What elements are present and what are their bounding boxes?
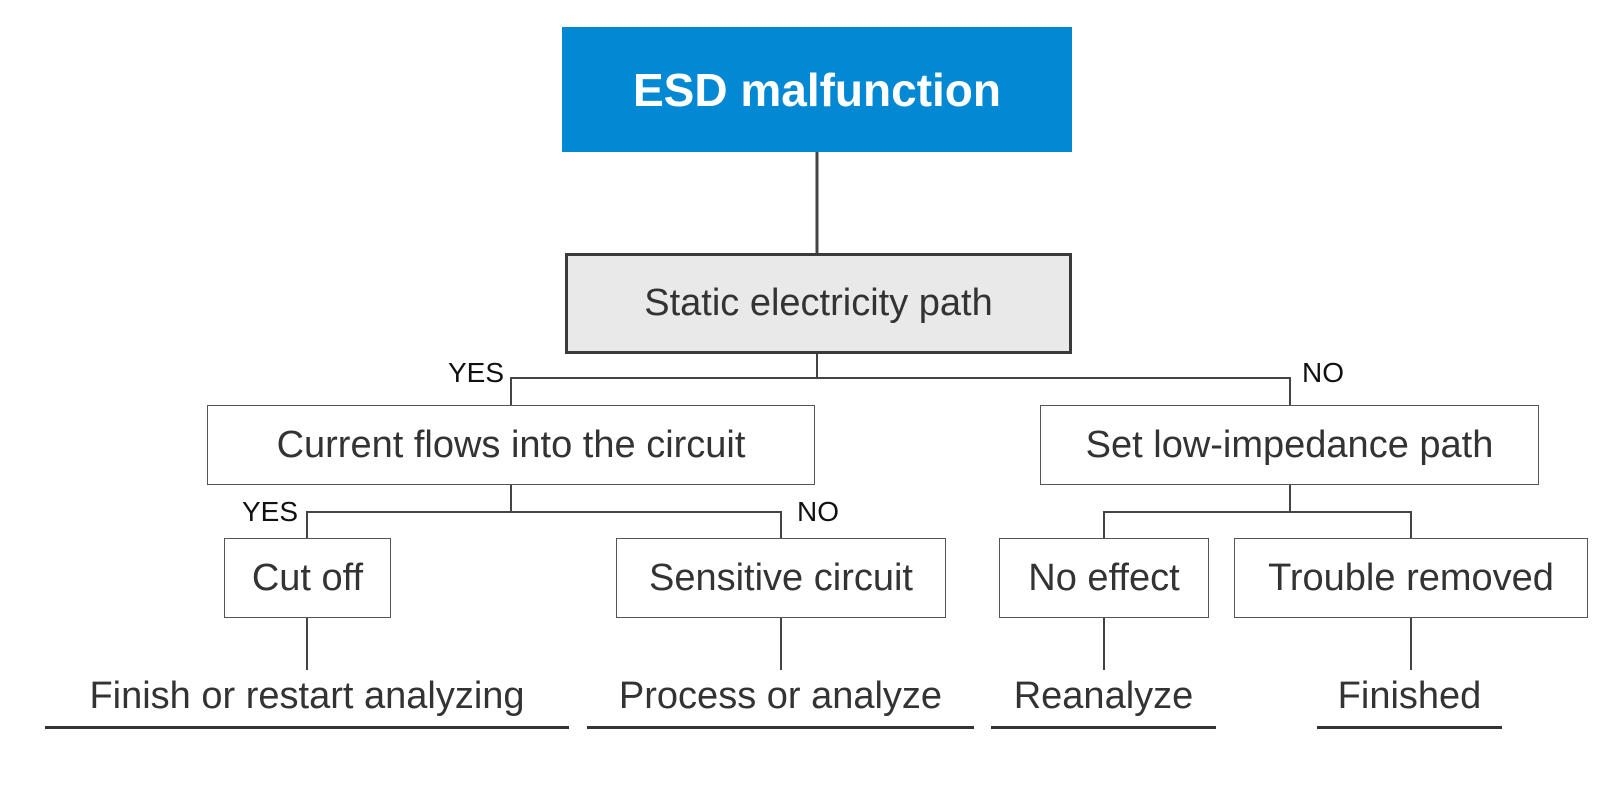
branch-label-no: NO: [1302, 357, 1344, 388]
low-impedance-node: Set low-impedance path: [1040, 405, 1539, 485]
current-no-connector: [511, 511, 782, 538]
current-flows-label: Current flows into the circuit: [276, 423, 746, 466]
path-no-connector: [817, 377, 1291, 405]
cut-off-label: Cut off: [251, 556, 364, 599]
sensitive-circuit-label: Sensitive circuit: [649, 556, 913, 599]
low-impedance-label: Set low-impedance path: [1085, 423, 1494, 466]
sensitive-circuit-node: Sensitive circuit: [616, 538, 946, 618]
outcome-finished: Finished: [1317, 675, 1502, 729]
lowimp-right-connector: [1290, 511, 1412, 538]
branch-label-no-2: NO: [797, 496, 839, 527]
static-path-label: Static electricity path: [644, 282, 993, 324]
path-yes-connector: [510, 377, 817, 405]
no-effect-node: No effect: [999, 538, 1209, 618]
trouble-removed-label: Trouble removed: [1268, 556, 1554, 599]
outcome-reanalyze: Reanalyze: [991, 675, 1216, 729]
trouble-removed-node: Trouble removed: [1234, 538, 1588, 618]
static-path-node: Static electricity path: [565, 253, 1072, 354]
current-yes-connector: [306, 511, 511, 538]
lowimp-left-connector: [1103, 511, 1290, 538]
outcome-finish-restart: Finish or restart analyzing: [45, 675, 569, 729]
branch-label-yes-2: YES: [242, 496, 299, 527]
root-node-label: ESD malfunction: [632, 63, 1002, 116]
root-node: ESD malfunction: [562, 27, 1072, 152]
branch-label-yes: YES: [448, 357, 505, 388]
cut-off-node: Cut off: [224, 538, 391, 618]
outcome-process-analyze: Process or analyze: [587, 675, 974, 729]
no-effect-label: No effect: [1028, 556, 1180, 599]
current-flows-node: Current flows into the circuit: [207, 405, 815, 485]
